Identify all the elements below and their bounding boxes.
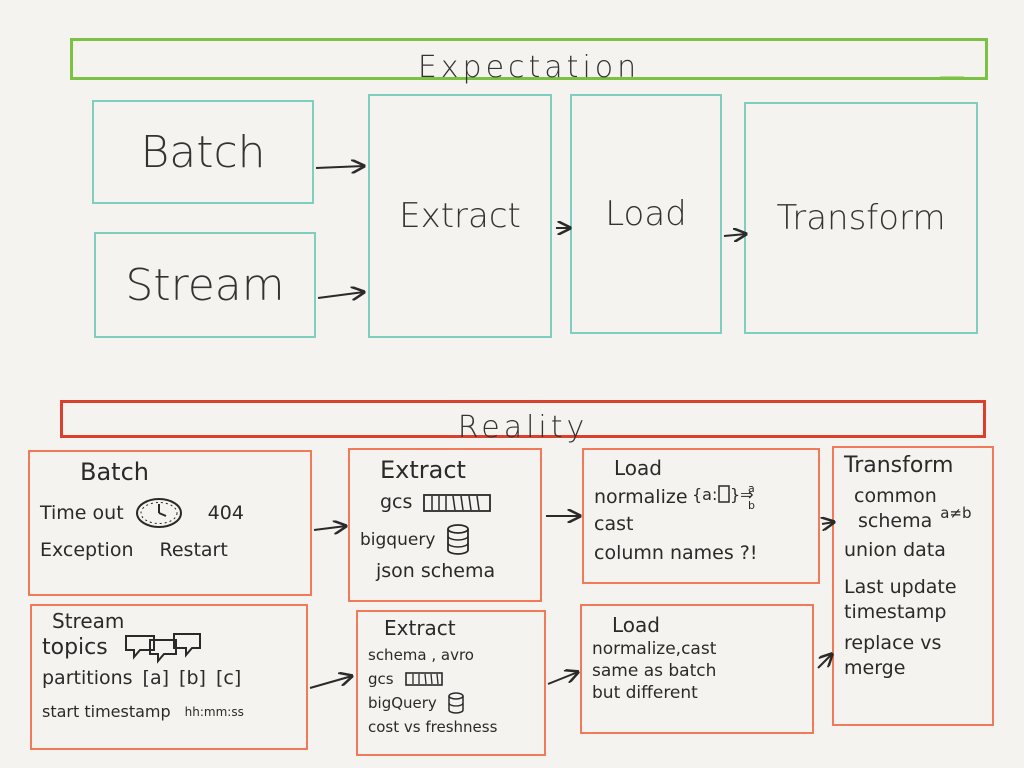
expectation-stream-box: Stream xyxy=(94,232,316,338)
schema-avro-label: schema , avro xyxy=(368,646,474,664)
last-update-label: Last update xyxy=(844,576,957,598)
reality-load-stream-title: Load xyxy=(612,613,660,637)
nested-object-icon: {a: }⇒ a b xyxy=(692,482,755,512)
timestamp-label: timestamp xyxy=(844,601,947,623)
reality-batch-box: Batch Time out 404 Exception Restart xyxy=(28,450,312,596)
arrow-reality-load-to-transform xyxy=(822,522,834,524)
reality-transform-box: Transform common schema a≠b union data L… xyxy=(832,446,994,726)
expectation-transform-label: Transform xyxy=(776,198,946,238)
schema-label: schema xyxy=(858,510,933,532)
partitions-label: partitions xyxy=(42,667,133,689)
reality-extract-batch-box: Extract gcs bigquery json schema xyxy=(348,448,542,602)
exception-label: Exception xyxy=(40,539,134,561)
expectation-stream-label: Stream xyxy=(125,259,285,311)
but-different-label: but different xyxy=(592,683,698,703)
stream-storage-bucket-icon xyxy=(404,672,443,686)
stream-gcs-label: gcs xyxy=(368,670,394,688)
reality-batch-title: Batch xyxy=(80,458,149,486)
arrow-reality-extract-stream-to-load xyxy=(547,672,578,685)
start-timestamp-label: start timestamp xyxy=(42,702,171,721)
arrow-reality-batch-to-extract xyxy=(313,526,346,530)
svg-text:b: b xyxy=(748,499,755,512)
expectation-load-box: Load xyxy=(570,94,722,334)
stream-bigquery-label: bigQuery xyxy=(368,694,437,712)
gcs-label: gcs xyxy=(380,491,413,513)
cost-vs-freshness-label: cost vs freshness xyxy=(368,718,498,736)
storage-bucket-icon xyxy=(423,493,492,512)
stream-database-icon xyxy=(448,692,464,714)
database-icon xyxy=(447,524,470,555)
reality-load-batch-title: Load xyxy=(614,456,662,480)
a-not-equal-b-label: a≠b xyxy=(940,504,972,522)
column-names-label: column names ?! xyxy=(594,542,758,564)
restart-label: Restart xyxy=(159,539,228,561)
reality-banner: Reality xyxy=(60,400,986,445)
svg-text:}⇒: }⇒ xyxy=(730,485,754,504)
reality-transform-title: Transform xyxy=(844,453,954,478)
replace-vs-label: replace vs xyxy=(844,632,942,654)
bigquery-label: bigquery xyxy=(360,530,436,550)
arrow-stream-to-extract xyxy=(317,292,364,298)
reality-extract-stream-title: Extract xyxy=(384,616,456,640)
topics-label: topics xyxy=(42,634,108,660)
expectation-transform-box: Transform xyxy=(744,102,978,334)
arrow-load-to-transform xyxy=(723,234,746,236)
same-as-batch-label: same as batch xyxy=(592,661,717,681)
expectation-banner: Expectation xyxy=(70,38,988,85)
json-schema-label: json schema xyxy=(376,560,496,582)
timeout-label: Time out xyxy=(40,501,124,524)
arrow-batch-to-extract xyxy=(315,166,364,168)
expectation-extract-label: Extract xyxy=(399,196,521,236)
svg-text:{a:: {a: xyxy=(692,485,717,504)
expectation-batch-box: Batch xyxy=(92,100,314,204)
chat-bubbles-icon xyxy=(124,633,201,664)
reality-stream-box: Stream topics partitions [a] [b] [c] sta… xyxy=(30,604,308,750)
reality-stream-title: Stream xyxy=(52,609,125,633)
timestamp-format-label: hh:mm:ss xyxy=(184,705,244,719)
error-code: 404 xyxy=(207,501,244,524)
reality-title: Reality xyxy=(457,409,589,445)
arrow-reality-load-stream-to-transform xyxy=(817,654,832,669)
merge-label: merge xyxy=(844,657,906,679)
svg-text:a: a xyxy=(748,482,755,495)
expectation-load-label: Load xyxy=(605,194,687,234)
partition-c: [c] xyxy=(215,667,242,689)
normalize-cast-label: normalize,cast xyxy=(592,639,717,659)
reality-load-batch-box: Load normalize {a: }⇒ a b cast column na… xyxy=(582,448,820,584)
union-data-label: union data xyxy=(844,539,946,561)
reality-extract-batch-title: Extract xyxy=(380,456,466,484)
normalize-label: normalize xyxy=(594,485,688,508)
reality-extract-stream-box: Extract schema , avro gcs bigQuery cost … xyxy=(356,610,546,756)
cast-label: cast xyxy=(594,513,634,535)
partition-a: [a] xyxy=(142,667,170,689)
arrow-reality-stream-to-extract xyxy=(309,676,352,689)
expectation-batch-label: Batch xyxy=(140,126,266,178)
expectation-extract-box: Extract xyxy=(368,94,552,338)
expectation-title: Expectation xyxy=(417,49,641,85)
clock-icon xyxy=(135,498,182,528)
common-label: common xyxy=(854,485,937,507)
partition-b: [b] xyxy=(179,667,206,689)
